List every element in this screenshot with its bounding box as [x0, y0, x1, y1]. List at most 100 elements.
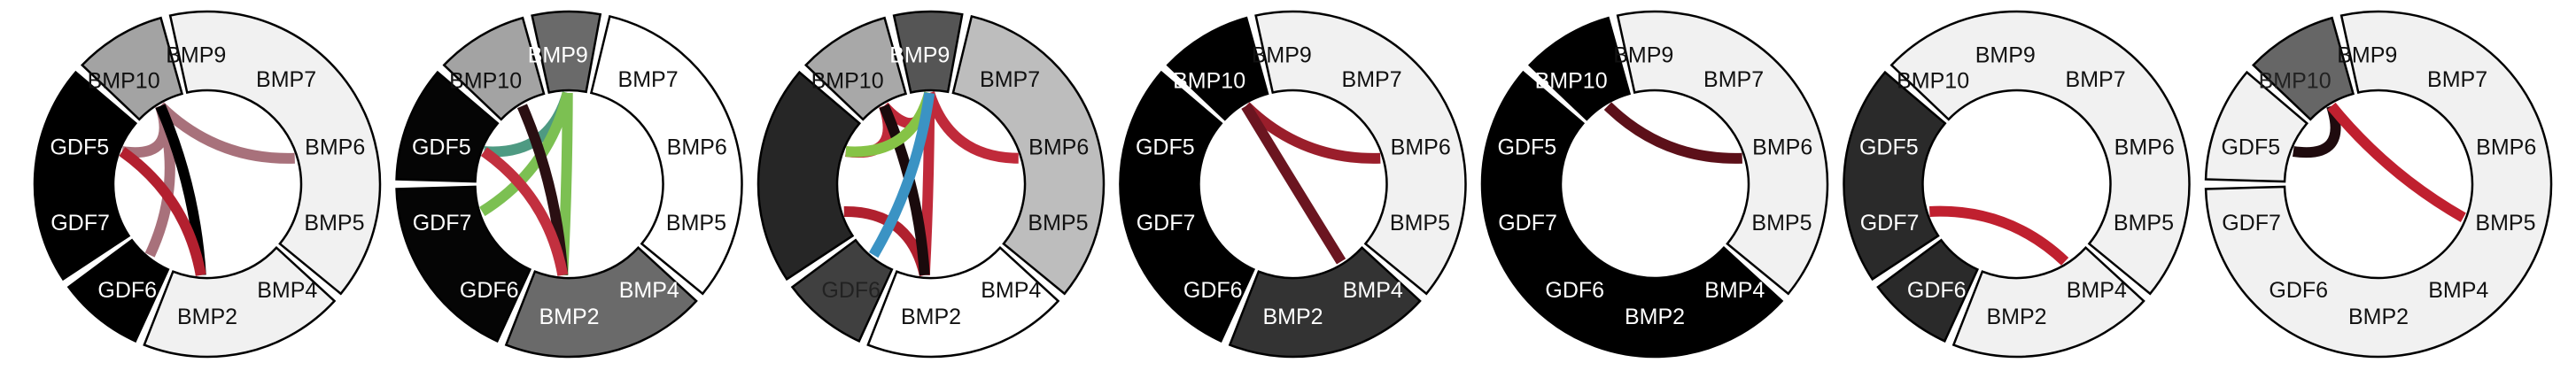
gene-label-bmp10: BMP10 — [2259, 68, 2332, 93]
gene-label-bmp6: BMP6 — [1752, 135, 1812, 160]
ring-segment-gdf5 — [395, 70, 500, 183]
ring-segment-bmp9 — [531, 10, 602, 94]
ring-segment-gdf7-gdf5 — [757, 70, 862, 282]
gene-label-bmp9: BMP9 — [166, 43, 226, 68]
ring-segment-gdf5 — [2204, 70, 2309, 183]
ring-segment-bmp4-bmp2 — [1951, 245, 2145, 359]
gene-label-bmp10: BMP10 — [811, 68, 884, 93]
ring-segment-bmp9-bmp7-bmp6-bmp5 — [1254, 10, 1467, 296]
ring-segment-bmp4-bmp2 — [866, 245, 1060, 359]
ring-segment-bmp4-bmp2 — [1228, 245, 1422, 359]
gene-label-gdf7: GDF7 — [413, 211, 472, 235]
ring-segment-bmp4-bmp2-gdf6-gdf7-gdf5 — [1480, 70, 1784, 359]
gene-label-bmp6: BMP6 — [1028, 135, 1089, 160]
gene-label-bmp2: BMP2 — [2348, 305, 2409, 329]
gene-label-bmp5: BMP5 — [666, 211, 726, 235]
chord-bmp10-bmp6 — [1603, 102, 1742, 164]
gene-label-gdf7: GDF7 — [1498, 211, 1557, 235]
chord-bmp9-gdf6 — [869, 92, 935, 259]
chord-diagram-1: BMP10BMP9BMP7BMP6BMP5BMP4BMP2GDF6GDF7GDF… — [33, 10, 382, 359]
gene-label-bmp6: BMP6 — [2476, 135, 2536, 160]
ring-segment-gdf6 — [790, 238, 894, 343]
gene-label-bmp10: BMP10 — [1535, 68, 1608, 93]
gene-label-gdf5: GDF5 — [1497, 135, 1556, 160]
gene-label-gdf7: GDF7 — [2222, 211, 2281, 235]
gene-label-bmp9: BMP9 — [1252, 43, 1312, 68]
gene-label-bmp4: BMP4 — [1704, 278, 1765, 303]
gene-label-bmp5: BMP5 — [1390, 211, 1450, 235]
gene-label-bmp7: BMP7 — [256, 67, 316, 92]
ring-segment-bmp10-bmp9-bmp7-bmp6-bmp5 — [1889, 10, 2191, 296]
gene-label-bmp10: BMP10 — [449, 68, 522, 93]
gene-label-bmp4: BMP4 — [257, 278, 317, 303]
gene-label-bmp2: BMP2 — [901, 305, 961, 329]
gene-label-bmp7: BMP7 — [1703, 67, 1764, 92]
ring-segment-bmp7-bmp6-bmp5 — [951, 14, 1106, 296]
chord-diagram-4: BMP10BMP9BMP7BMP6BMP5BMP4BMP2GDF6GDF7GDF… — [1119, 10, 1467, 359]
chord-diagram-2: BMP10BMP9BMP7BMP6BMP5BMP4BMP2GDF6GDF7GDF… — [395, 10, 743, 359]
ring-segment-bmp10 — [442, 16, 546, 121]
gene-label-gdf6: GDF6 — [1183, 278, 1243, 303]
gene-label-bmp6: BMP6 — [305, 135, 365, 160]
gene-label-bmp4: BMP4 — [2067, 278, 2127, 303]
ring-segment-bmp9-bmp7-bmp6-bmp5 — [168, 10, 382, 296]
ring-segment-gdf6 — [1876, 238, 1980, 343]
gene-label-gdf5: GDF5 — [50, 135, 109, 160]
gene-label-gdf6: GDF6 — [460, 278, 519, 303]
gene-label-gdf6: GDF6 — [97, 278, 157, 303]
ring-segment-bmp10 — [1528, 16, 1632, 121]
gene-label-bmp7: BMP7 — [1342, 67, 1402, 92]
gene-label-gdf7: GDF7 — [1860, 211, 1920, 235]
gene-label-bmp10: BMP10 — [1897, 68, 1969, 93]
ring-segment-bmp10 — [2252, 16, 2355, 121]
gene-label-bmp9: BMP9 — [889, 43, 950, 68]
gene-label-bmp4: BMP4 — [2428, 278, 2488, 303]
gene-label-bmp6: BMP6 — [667, 135, 727, 160]
ring-segment-bmp9-bmp7-bmp6-bmp5-bmp4-bmp2-gdf6-gdf7 — [2204, 10, 2553, 359]
ring-segment-gdf7-gdf5 — [1843, 70, 1947, 282]
ring-segment-bmp9 — [892, 10, 964, 94]
chord-bmp10-bmp4 — [1241, 103, 1346, 265]
gene-label-gdf6: GDF6 — [1907, 278, 1967, 303]
ring-segment-bmp10 — [81, 16, 184, 121]
gene-label-bmp2: BMP2 — [1986, 305, 2046, 329]
gene-label-bmp2: BMP2 — [539, 305, 599, 329]
gene-label-bmp10: BMP10 — [1173, 68, 1245, 93]
gene-label-bmp5: BMP5 — [1028, 211, 1088, 235]
gene-label-gdf6: GDF6 — [821, 278, 881, 303]
gene-label-bmp6: BMP6 — [1391, 135, 1451, 160]
chord-gdf7-bmp4 — [1928, 205, 2069, 266]
gene-label-bmp6: BMP6 — [2114, 135, 2175, 160]
chord-gdf5-bmp2 — [119, 147, 206, 276]
gene-label-bmp7: BMP7 — [2427, 67, 2487, 92]
ring-segment-gdf7-gdf5 — [33, 70, 138, 282]
gene-label-gdf5: GDF5 — [1136, 135, 1195, 160]
gene-label-gdf5: GDF5 — [412, 135, 471, 160]
ring-segment-bmp4-bmp2 — [504, 245, 698, 359]
gene-label-bmp7: BMP7 — [618, 67, 679, 92]
chord-bmp10-bmp5 — [2327, 102, 2466, 222]
chord-bmp9-bmp6 — [924, 91, 1019, 164]
gene-label-bmp9: BMP9 — [2337, 43, 2397, 68]
ring-segment-bmp7-bmp6-bmp5 — [589, 14, 743, 296]
gene-label-bmp5: BMP5 — [1751, 211, 1812, 235]
ring-segment-gdf6 — [66, 238, 170, 343]
gene-label-bmp7: BMP7 — [2066, 67, 2126, 92]
gene-label-gdf7: GDF7 — [1137, 211, 1196, 235]
ring-segment-gdf6-gdf7 — [395, 185, 532, 343]
ring-segment-bmp10 — [1166, 16, 1269, 121]
gene-label-bmp4: BMP4 — [619, 278, 679, 303]
gene-label-bmp9: BMP9 — [1613, 43, 1673, 68]
ring-segment-bmp10 — [804, 16, 908, 121]
ring-segment-gdf6-gdf7-gdf5 — [1119, 70, 1256, 343]
gene-label-gdf6: GDF6 — [1545, 278, 1604, 303]
chord-gdf5-bmp2 — [480, 147, 569, 276]
gene-label-bmp2: BMP2 — [1262, 305, 1323, 329]
gene-label-bmp2: BMP2 — [1625, 305, 1685, 329]
gene-label-bmp5: BMP5 — [2114, 211, 2174, 235]
gene-label-bmp7: BMP7 — [980, 67, 1040, 92]
gene-label-bmp2: BMP2 — [177, 305, 237, 329]
